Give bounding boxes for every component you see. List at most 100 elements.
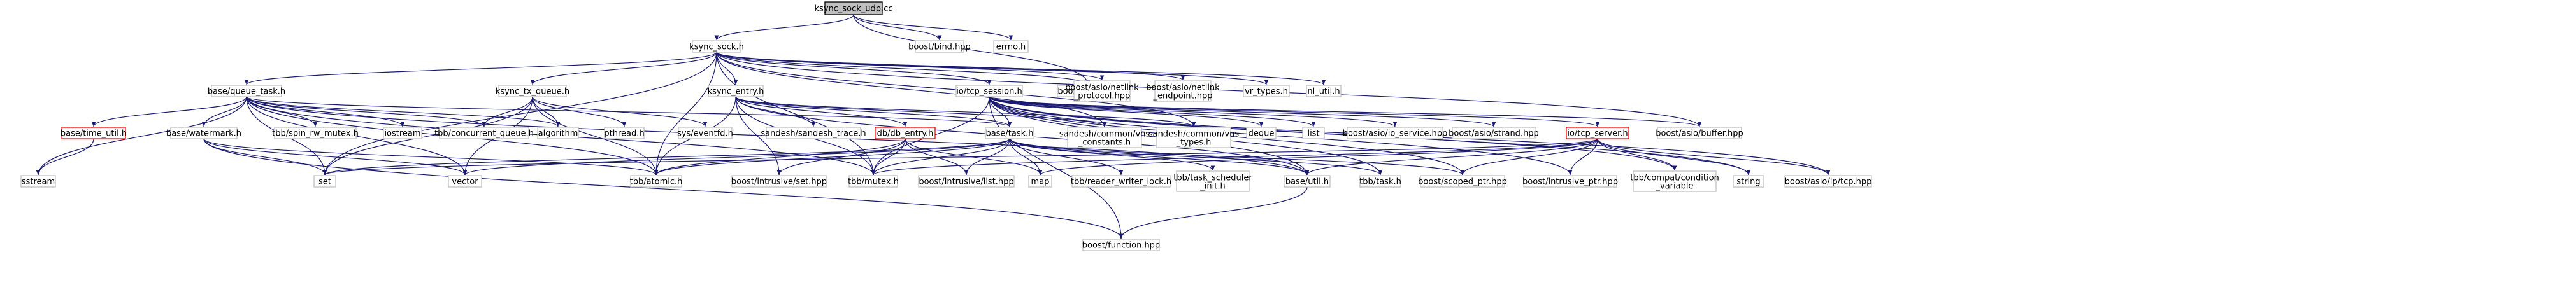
node-scoped_ptr[interactable]: boost/scoped_ptr.hpp [1418,175,1507,188]
node-iostream[interactable]: iostream [383,127,422,139]
node-spin_rw[interactable]: tbb/spin_rw_mutex.h [272,127,359,139]
node-label: sandesh/common/vns_types.h [1148,129,1240,147]
node-condition_variable[interactable]: tbb/compat/condition_variable [1630,170,1719,192]
node-pthread[interactable]: pthread.h [604,127,645,139]
edge-tcp_server-to-string [1597,138,1751,176]
node-label: boost/asio/strand.hpp [1449,129,1539,139]
edge-db_entry-to-intrusive_set [776,138,906,176]
node-queue_task[interactable]: base/queue_task.h [208,85,285,97]
node-label: boost/asio/io_service.hpp [1343,129,1448,139]
node-nl_util[interactable]: nl_util.h [1306,85,1342,97]
node-boost_bind[interactable]: boost/bind.hpp [908,40,971,53]
node-box [985,127,1034,139]
node-db_entry[interactable]: db/db_entry.h [875,127,936,139]
node-label: boost/asio/netlink_endpoint.hpp [1146,83,1220,101]
node-tx_queue[interactable]: ksync_tx_queue.h [496,85,569,97]
node-strand[interactable]: boost/asio/strand.hpp [1449,127,1539,139]
edge-ksync_entry-to-vns_types [735,96,1196,127]
node-set[interactable]: set [313,175,336,188]
node-boost_function[interactable]: boost/function.hpp [1082,239,1160,251]
node-label: set [318,177,331,187]
node-time_util[interactable]: base/time_util.h [61,127,127,139]
edge-ksync_sock_h-to-tbb_atomic [654,52,717,176]
edge-time_util-to-sstream [36,138,94,176]
node-vns_types[interactable]: sandesh/common/vns_types.h [1148,127,1240,148]
node-deque[interactable]: deque [1246,127,1277,139]
edge-tx_queue-to-set [322,96,533,176]
node-reader_writer[interactable]: tbb/reader_writer_lock.h [1071,175,1171,188]
node-base_task[interactable]: base/task.h [985,127,1034,139]
node-intrusive_ptr[interactable]: boost/intrusive_ptr.hpp [1522,175,1618,188]
node-box [1246,127,1277,139]
edge-tcp_session-to-intrusive_ptr [989,96,1573,176]
node-tcp_session[interactable]: io/tcp_session.h [955,85,1023,97]
node-label: tbb/task_scheduler_init.h [1173,173,1252,191]
node-label: io/tcp_session.h [956,87,1022,97]
node-map[interactable]: map [1028,175,1052,188]
node-intrusive_set[interactable]: boost/intrusive/set.hpp [731,175,827,188]
node-ksync_entry[interactable]: ksync_entry.h [708,85,764,97]
node-label: sys/eventfd.h [677,129,733,139]
node-tbb_mutex[interactable]: tbb/mutex.h [848,175,899,188]
node-box [1347,127,1443,139]
node-vns_constants[interactable]: sandesh/common/vns_constants.h [1059,127,1150,148]
node-label: sstream [22,177,55,187]
node-errno_h[interactable]: errno.h [993,40,1029,53]
node-box [993,40,1029,53]
edge-queue_task-to-algorithm [246,96,561,127]
edge-root-to-ksync_sock_h [714,14,854,41]
node-intrusive_list[interactable]: boost/intrusive/list.hpp [918,175,1015,188]
edge-ksync_sock_h-to-nl_util [716,52,1326,85]
node-string[interactable]: string [1733,175,1764,188]
node-box [1156,127,1231,148]
node-algorithm[interactable]: algorithm [537,127,579,139]
node-box [313,175,336,188]
node-label: tbb/task.h [1359,177,1401,187]
edge-tx_queue-to-concurrent_queue [482,96,533,127]
node-tbb_atomic[interactable]: tbb/atomic.h [630,175,683,188]
node-label: pthread.h [604,129,644,139]
edge-base_task-to-reader_writer [1009,138,1124,176]
node-root[interactable]: ksync_sock_udp.cc [815,1,893,15]
node-tbb_task[interactable]: tbb/task.h [1359,175,1401,188]
node-box [848,175,898,188]
node-task_scheduler[interactable]: tbb/task_scheduler_init.h [1173,170,1252,192]
node-sstream[interactable]: sstream [20,175,56,188]
node-list[interactable]: list [1302,127,1325,139]
node-io_service[interactable]: boost/asio/io_service.hpp [1343,127,1448,139]
node-watermark[interactable]: base/watermark.h [166,127,241,139]
node-box [439,127,529,139]
edge-watermark-to-vector [203,138,468,176]
node-vector[interactable]: vector [448,175,482,188]
node-box [448,175,482,188]
node-label: tbb/compat/condition_variable [1630,173,1719,191]
node-label: algorithm [538,129,578,139]
node-sandesh_trace[interactable]: sandesh/sandesh_trace.h [761,127,866,139]
node-label: boost/intrusive/list.hpp [919,177,1013,187]
node-netlink_endpoint[interactable]: boost/asio/netlink_endpoint.hpp [1146,80,1220,102]
node-label: boost/bind.hpp [908,43,971,52]
node-label: ksync_entry.h [708,87,764,97]
node-box [1452,127,1536,139]
node-base_util[interactable]: base/util.h [1284,175,1331,188]
node-ksync_sock_h[interactable]: ksync_sock.h [689,40,744,53]
edge-queue_task-to-concurrent_queue [246,96,487,127]
node-box [630,175,682,188]
node-ip_tcp[interactable]: boost/asio/ip/tcp.hpp [1784,175,1872,188]
node-buffer_hpp[interactable]: boost/asio/buffer.hpp [1656,127,1743,139]
node-label: sandesh/common/vns_constants.h [1059,129,1150,147]
node-box [20,175,56,188]
node-box [1067,127,1142,148]
node-concurrent_queue[interactable]: tbb/concurrent_queue.h [434,127,534,139]
node-vr_types[interactable]: vr_types.h [1243,85,1290,97]
node-eventfd[interactable]: sys/eventfd.h [677,127,733,139]
edge-tcp_server-to-intrusive_ptr [1568,138,1598,176]
edge-tcp_session-to-base_util [989,96,1310,176]
node-box [1657,127,1742,139]
node-label: ksync_sock_udp.cc [815,4,893,14]
node-tcp_server[interactable]: io/tcp_server.h [1566,127,1629,139]
edge-root-to-errno_h [853,14,1013,41]
edge-ksync_entry-to-db_entry [735,96,908,127]
edge-ksync_entry-to-vns_constants [735,96,1107,127]
node-netlink_protocol[interactable]: boost/asio/netlink_protocol.hpp [1065,80,1139,102]
